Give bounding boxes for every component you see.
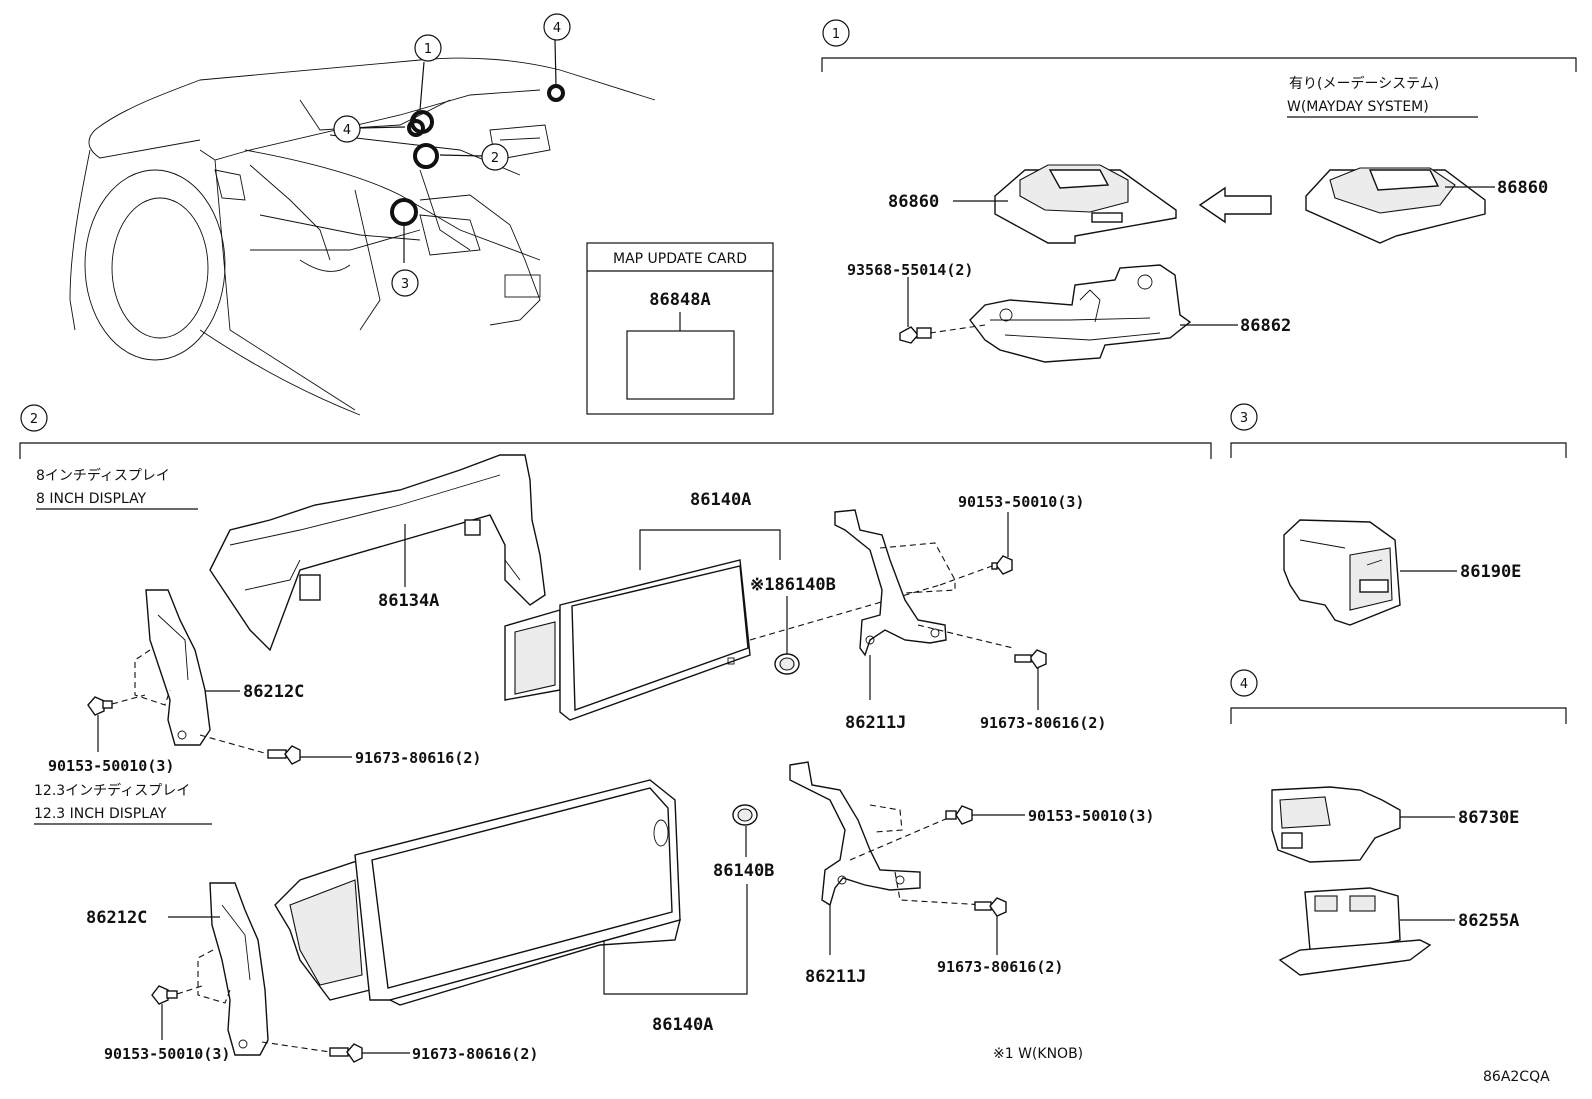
part-86211J-top-label: 86211J <box>845 713 906 733</box>
part-93568-label: 93568-55014(2) <box>847 261 973 279</box>
screw-91673-bottom-right <box>974 897 1007 917</box>
screw-90153-top-left <box>87 696 113 716</box>
svg-text:3: 3 <box>401 277 409 292</box>
section-1-bracket <box>821 57 1577 72</box>
bracket-86211J-top <box>834 509 947 657</box>
part-86212C-top-label: 86212C <box>243 682 304 702</box>
bracket-86862 <box>969 264 1192 363</box>
part-86862-label: 86862 <box>1240 316 1291 336</box>
switch-base-86255A <box>1278 887 1432 976</box>
part-86134A-label: 86134A <box>378 591 439 611</box>
module-86860-right <box>1305 167 1486 244</box>
part-86860-left-label: 86860 <box>888 192 939 212</box>
part-90153-top-right-label: 90153-50010(3) <box>958 493 1084 511</box>
part-86211J-bottom-label: 86211J <box>805 967 866 987</box>
svg-text:4: 4 <box>343 123 351 138</box>
screw-91673-bottom-left <box>329 1043 363 1063</box>
bracket-86212C-bottom <box>209 882 269 1056</box>
part-91673-bottom-left-label: 91673-80616(2) <box>412 1045 538 1063</box>
screw-91673-top-left <box>267 745 301 765</box>
section-4-marker: 4 <box>1230 669 1258 697</box>
part-86730E-label: 86730E <box>1458 808 1519 828</box>
vehicle-overview-illustration <box>69 57 656 416</box>
part-90153-top-left-label: 90153-50010(3) <box>48 757 174 775</box>
section-3-marker: 3 <box>1230 403 1258 431</box>
map-update-card-box: MAP UPDATE CARD 86848A <box>586 242 774 415</box>
part-91673-bottom-right-label: 91673-80616(2) <box>937 958 1063 976</box>
part-86140A-bottom-label: 86140A <box>652 1015 713 1035</box>
section-2-marker: 2 <box>20 404 48 432</box>
overview-callout-4-left: 4 <box>333 115 361 143</box>
svg-text:2: 2 <box>491 151 499 166</box>
part-86255A-label: 86255A <box>1458 911 1519 931</box>
part-86190E-label: 86190E <box>1460 562 1521 582</box>
overview-callout-3: 3 <box>391 269 419 297</box>
svg-text:3: 3 <box>1240 411 1248 426</box>
screw-90153-bottom-left <box>151 985 178 1005</box>
arrow-left-icon <box>1198 186 1272 224</box>
map-update-card-image <box>626 330 735 400</box>
part-90153-bottom-left-label: 90153-50010(3) <box>104 1045 230 1063</box>
map-update-card-title: MAP UPDATE CARD <box>613 251 747 267</box>
part-90153-bottom-right-label: 90153-50010(3) <box>1028 807 1154 825</box>
mayday-note-jp: 有り(メーデーシステム) <box>1289 75 1439 92</box>
screw-90153-top-right <box>991 555 1013 575</box>
knob-86140B-top <box>774 653 800 675</box>
screw-90153-bottom-right <box>945 805 973 825</box>
switch-86730E <box>1271 786 1401 863</box>
bracket-86212C-top <box>145 589 211 746</box>
section-2-bracket <box>19 442 1212 459</box>
section-4-bracket <box>1230 707 1567 724</box>
module-86860-left <box>994 164 1177 244</box>
part-86212C-bottom-label: 86212C <box>86 908 147 928</box>
overview-callout-4-top: 4 <box>543 13 571 41</box>
part-91673-top-left-label: 91673-80616(2) <box>355 749 481 767</box>
svg-text:2: 2 <box>30 412 38 427</box>
overview-location-markers <box>390 84 565 226</box>
part-86140B-top-label: ※186140B <box>750 575 836 595</box>
part-86140B-bottom-label: 86140B <box>713 861 774 881</box>
part-86860-right-label: 86860 <box>1497 178 1548 198</box>
svg-text:1: 1 <box>832 27 840 42</box>
svg-text:4: 4 <box>1240 677 1248 692</box>
display12-jp-label: 12.3インチディスプレイ <box>34 782 190 799</box>
part-91673-top-right-label: 91673-80616(2) <box>980 714 1106 732</box>
screw-91673-top-right <box>1014 649 1047 669</box>
svg-text:4: 4 <box>553 21 561 36</box>
svg-text:1: 1 <box>424 42 432 57</box>
usb-port-86190E <box>1283 519 1401 626</box>
bracket-86211J-bottom <box>789 761 921 907</box>
overview-callout-1: 1 <box>414 34 442 62</box>
knob-footnote: ※1 W(KNOB) <box>993 1046 1083 1062</box>
display-unit-86140A-bottom <box>274 779 681 1006</box>
part-86848A-label: 86848A <box>649 290 710 310</box>
bezel-frame-86134A <box>209 454 546 652</box>
part-86140A-top-label: 86140A <box>690 490 751 510</box>
display8-en-label: 8 INCH DISPLAY <box>36 491 147 507</box>
overview-leader-lines <box>357 39 557 263</box>
display8-jp-label: 8インチディスプレイ <box>36 467 170 484</box>
diagram-code: 86A2CQA <box>1483 1069 1550 1085</box>
display12-en-label: 12.3 INCH DISPLAY <box>34 806 167 822</box>
section-1-marker: 1 <box>822 19 850 47</box>
section-3-bracket <box>1230 442 1567 458</box>
display-unit-86140A-top <box>504 559 751 721</box>
knob-86140B-bottom <box>732 804 758 826</box>
overview-callout-2: 2 <box>481 143 509 171</box>
screw-93568 <box>899 326 932 344</box>
mayday-note-en: W(MAYDAY SYSTEM) <box>1287 99 1429 115</box>
